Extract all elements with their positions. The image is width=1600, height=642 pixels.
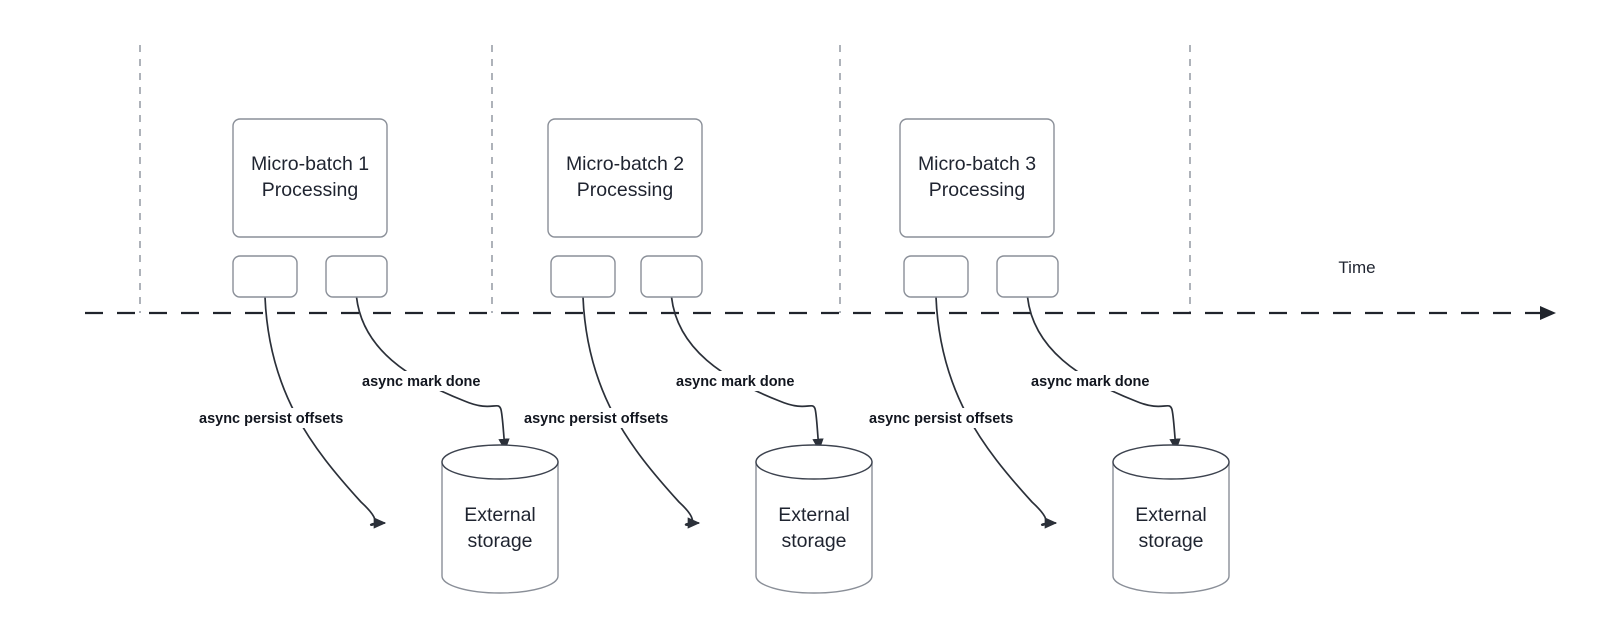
- task-slot-box-1[interactable]: [232, 255, 298, 298]
- mark-done-label: async mark done: [676, 374, 794, 390]
- task-slot-box-2[interactable]: [996, 255, 1059, 298]
- mark-done-flow-arrow: [1026, 296, 1181, 452]
- tick-lines-group: [139, 45, 1191, 313]
- persist-offsets-flow-arrow: [582, 296, 701, 529]
- task-slot-box-2[interactable]: [325, 255, 388, 298]
- mark-done-flow-arrow: [355, 296, 510, 452]
- cylinder-top-icon: [1112, 444, 1230, 480]
- storage-title: External: [464, 504, 536, 526]
- micro-batch-title: Micro-batch 1: [251, 153, 369, 175]
- storage-title: External: [1135, 504, 1207, 526]
- cylinder-body: [1112, 461, 1230, 594]
- label-background: [358, 371, 485, 391]
- timeline-axis-group: [85, 306, 1556, 320]
- storage-subtitle: storage: [467, 530, 532, 552]
- micro-batch-subtitle: Processing: [262, 179, 358, 201]
- storage-subtitle: storage: [1138, 530, 1203, 552]
- label-background: [865, 408, 1039, 428]
- cylinder-body: [755, 461, 873, 594]
- time-axis-label: Time: [1338, 258, 1375, 277]
- external-storage-node[interactable]: External storage: [1112, 444, 1230, 594]
- mark-done-flow-arrow: [670, 296, 824, 452]
- task-slot-box-2[interactable]: [640, 255, 703, 298]
- task-slot-box-1[interactable]: [903, 255, 969, 298]
- label-background: [520, 408, 694, 428]
- persist-offsets-flow-arrow: [264, 296, 387, 529]
- persist-offsets-flow-arrow: [935, 296, 1058, 529]
- task-slot-box-1[interactable]: [550, 255, 616, 298]
- label-background: [195, 408, 369, 428]
- cylinder-body: [441, 461, 559, 594]
- micro-batch-box[interactable]: [899, 118, 1055, 238]
- nodes-group: Micro-batch 1ProcessingExternalstorageMi…: [232, 118, 1230, 594]
- edge-labels-group: async persist offsets async mark done asyn…: [195, 371, 1154, 428]
- storage-title: External: [778, 504, 850, 526]
- label-background: [1027, 371, 1154, 391]
- flow-curves-group: [264, 296, 1181, 529]
- micro-batch-subtitle: Processing: [929, 179, 1025, 201]
- mark-done-label: async mark done: [362, 374, 480, 390]
- persist-offsets-label: async persist offsets: [524, 411, 668, 427]
- cylinder-top-icon: [755, 444, 873, 480]
- micro-batch-subtitle: Processing: [577, 179, 673, 201]
- external-storage-node[interactable]: External storage: [755, 444, 873, 594]
- persist-offsets-label: async persist offsets: [869, 411, 1013, 427]
- micro-batch-box[interactable]: [232, 118, 388, 238]
- mark-done-label: async mark done: [1031, 374, 1149, 390]
- storage-subtitle: storage: [781, 530, 846, 552]
- persist-offsets-label: async persist offsets: [199, 411, 343, 427]
- timeline-arrowhead-icon: [1540, 306, 1556, 320]
- external-storage-node[interactable]: External storage: [441, 444, 559, 594]
- cylinder-top-icon: [441, 444, 559, 480]
- micro-batch-title: Micro-batch 3: [918, 153, 1036, 175]
- axis-label-group: Time: [1338, 258, 1375, 277]
- micro-batch-box[interactable]: [547, 118, 703, 238]
- micro-batch-title: Micro-batch 2: [566, 153, 684, 175]
- label-background: [672, 371, 799, 391]
